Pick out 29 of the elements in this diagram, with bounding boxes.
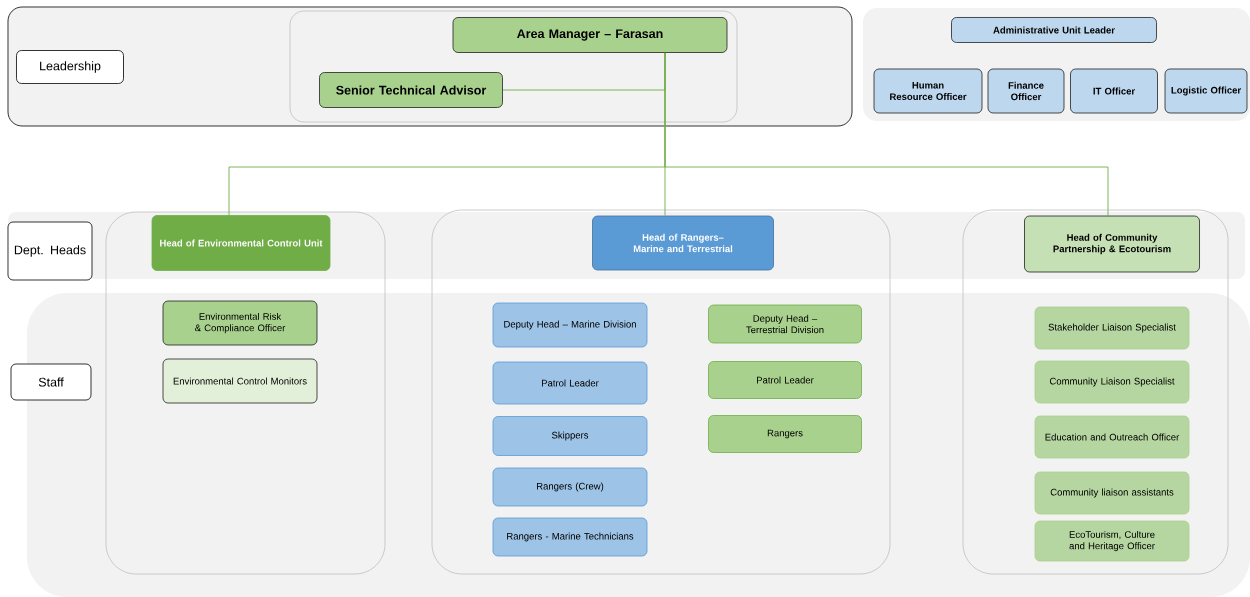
- position-box: Rangers - Marine Technicians: [492, 517, 648, 557]
- position-box: Skippers: [492, 416, 648, 456]
- position-box: Logistic Officer: [1164, 68, 1248, 114]
- position-box: Education and Outreach Officer: [1034, 415, 1190, 459]
- position-box: Head of Environmental Control Unit: [151, 215, 331, 271]
- position-box: Human Resource Officer: [873, 68, 983, 114]
- position-box: Deputy Head – Terrestrial Division: [708, 304, 862, 344]
- connector-line: [664, 52, 1109, 217]
- position-box: Deputy Head – Marine Division: [492, 302, 648, 348]
- position-box: Administrative Unit Leader: [951, 17, 1157, 43]
- position-box: Environmental Control Monitors: [162, 358, 318, 404]
- position-box: EcoTourism, Culture and Heritage Officer: [1034, 520, 1190, 562]
- position-box: Patrol Leader: [708, 361, 862, 399]
- position-box: Rangers (Crew): [492, 467, 648, 507]
- position-box: Stakeholder Liaison Specialist: [1034, 306, 1190, 350]
- position-box: Community liaison assistants: [1034, 471, 1190, 515]
- position-box: Senior Technical Advisor: [319, 72, 503, 108]
- position-box: IT Officer: [1070, 68, 1158, 114]
- position-box: Finance Officer: [987, 68, 1065, 114]
- position-box: Head of Community Partnership & Ecotourism: [1024, 215, 1200, 273]
- row-label: Leadership: [16, 50, 124, 84]
- position-box: Patrol Leader: [492, 361, 648, 405]
- position-box: Rangers: [708, 415, 862, 453]
- row-label: Dept. Heads: [7, 221, 93, 281]
- row-label: Staff: [10, 363, 92, 401]
- position-box: Area Manager – Farasan: [452, 17, 728, 53]
- position-box: Head of Rangers– Marine and Terrestrial: [592, 215, 774, 271]
- position-box: Community Liaison Specialist: [1034, 360, 1190, 404]
- position-box: Environmental Risk & Compliance Officer: [162, 300, 318, 346]
